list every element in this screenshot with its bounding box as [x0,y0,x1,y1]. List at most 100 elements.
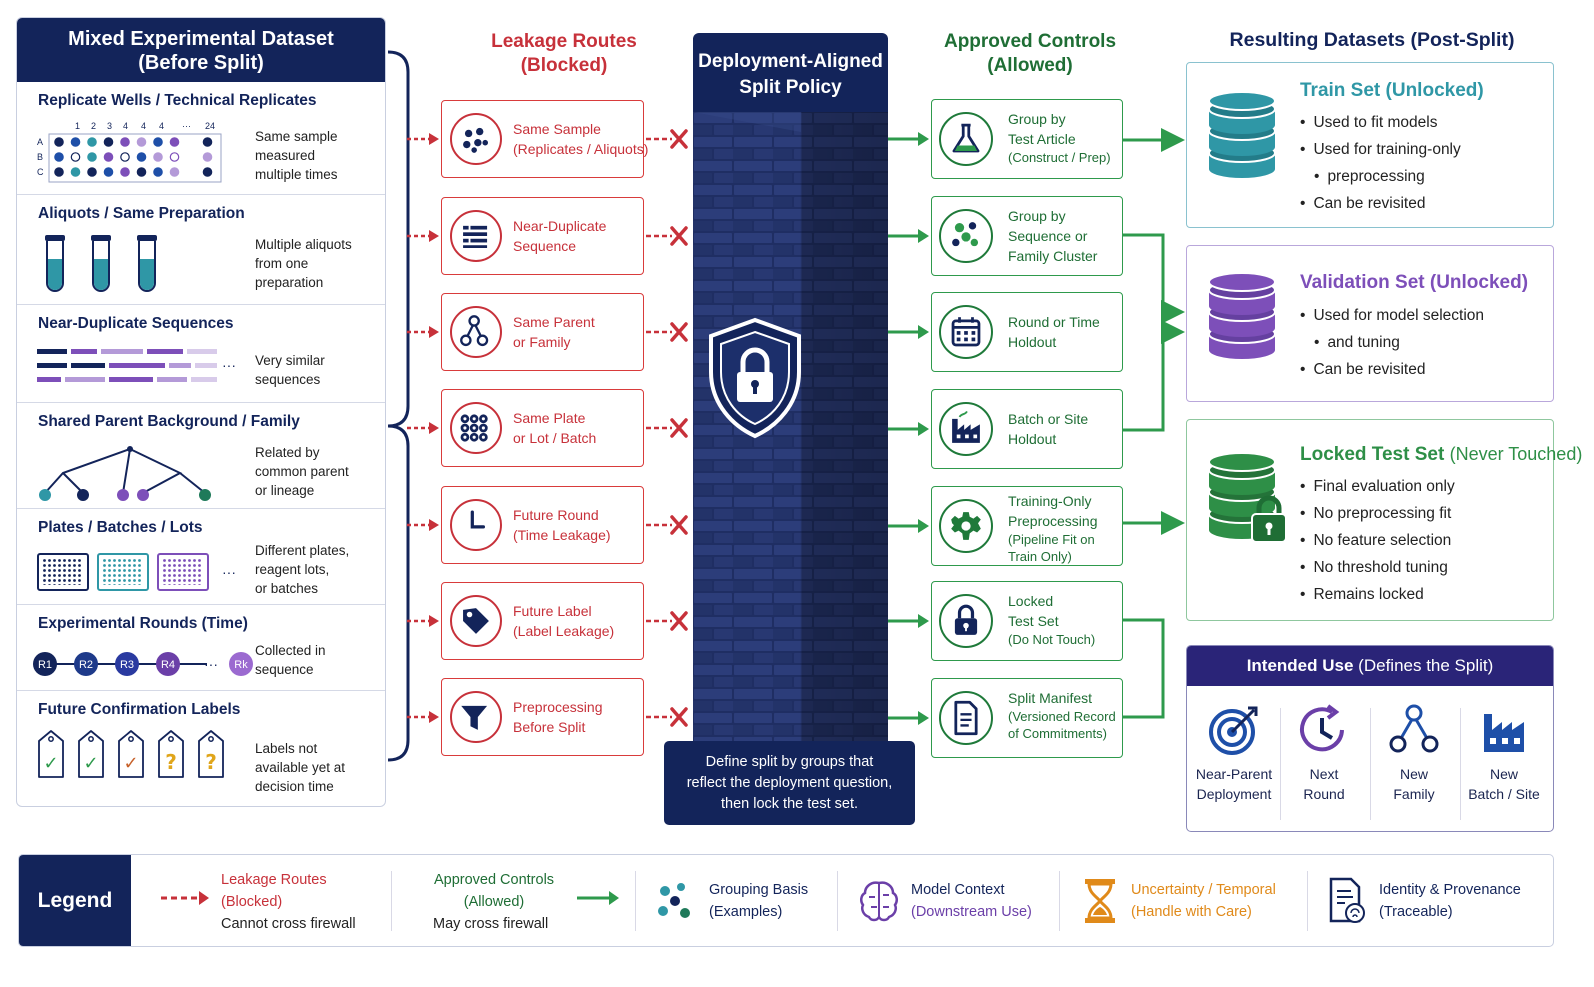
ellipsis: ··· [222,357,236,373]
firewall-header: Deployment-Aligned Split Policy [693,33,888,115]
plates-icon: ··· [37,553,247,598]
list-item: No preprocessing fit [1300,500,1455,527]
leakage-route-6: Future Label(Label Leakage) [441,582,644,660]
section-title: Shared Parent Background / Family [38,413,300,430]
database-icon [1208,91,1276,178]
tubes-icon [43,233,183,300]
well-row-label: B [37,152,43,162]
section-title: Near-Duplicate Sequences [38,315,234,332]
leak-in-arrow [407,519,439,531]
validation-title: Validation Set (Unlocked) [1300,272,1529,293]
intended-use-header: Intended Use (Defines the Split) [1187,646,1553,686]
label-tag-mark: ✓ [43,753,58,774]
policy-note: Define split by groups that reflect the … [664,741,915,825]
leakage-route-label: Future Label(Label Leakage) [513,603,615,639]
validation-items: Used for model selection and tuning Can … [1300,302,1484,383]
blocked-x-icon [646,129,688,149]
ellipsis: ··· [222,564,236,580]
intended-use-panel: Intended Use (Defines the Split) Near-Pa… [1186,645,1554,832]
tree-icon [450,306,502,358]
well-row-label: C [37,167,44,177]
blocked-x-icon [646,418,688,438]
test-items: Final evaluation only No preprocessing f… [1300,473,1455,608]
cluster-icon [939,209,993,263]
round-label: R4 [161,659,175,671]
clock-icon [450,499,502,551]
well-row-label: A [37,137,43,147]
flask-icon [939,112,993,166]
green-arrow-icon [577,891,619,905]
legend-grouping: Grouping Basis (Examples) [709,882,809,920]
list-item: Used for training-only [1300,136,1460,163]
hourglass-icon [1085,879,1115,923]
leak-in-arrow [407,326,439,338]
factory-icon [939,402,993,456]
list-item: Used for model selection [1300,302,1484,329]
test-set-panel: Locked Test Set (Never Touched) Final ev… [1186,419,1582,621]
section-title: Experimental Rounds (Time) [38,615,248,632]
dots-icon [450,113,502,165]
grouping-dots-icon [658,883,690,918]
section-desc: Same sample measured multiple times [255,129,338,182]
legend: Legend Leakage Routes (Blocked) Cannot c… [18,854,1554,947]
leakage-route-label: Same Sample(Replicates / Aliquots) [513,121,649,157]
train-set-panel: Train Set (Unlocked) Used to fit models … [1186,62,1554,228]
section-future-labels: Future Confirmation Labels ✓✓✓?? Labels … [17,690,385,806]
section-rounds: Experimental Rounds (Time) R1 R2 R3 R4 ·… [17,604,385,690]
legend-leakage: Leakage Routes (Blocked) [221,872,327,910]
legend-uncertainty: Uncertainty / Temporal (Handle with Care… [1131,882,1276,920]
allowed-arrow [888,325,929,339]
list-item: Can be revisited [1300,190,1461,217]
well-col-label: ··· [182,121,191,131]
calendar-icon [939,305,993,359]
section-desc: Multiple aliquots from one preparation [255,237,352,290]
firewall-wall [693,112,888,742]
leak-in-arrow [407,422,439,434]
train-title: Train Set (Unlocked) [1300,80,1484,101]
legend-identity: Identity & Provenance (Traceable) [1379,882,1521,920]
document-fingerprint-icon [1329,877,1365,923]
locked-database-icon [1208,452,1287,543]
legend-title: Legend [19,855,131,946]
brain-icon [860,881,898,922]
validation-set-panel: Validation Set (Unlocked) Used for model… [1186,245,1554,402]
section-near-duplicates: Near-Duplicate Sequences ··· Very simila… [17,304,385,402]
blocked-x-icon [646,707,688,727]
clock-arrow-icon [1300,704,1344,752]
section-title: Aliquots / Same Preparation [38,205,245,222]
allowed-arrow [888,711,929,725]
round-label: Rk [234,659,248,671]
blocked-x-icon [646,322,688,342]
document-icon [939,691,993,745]
section-plates: Plates / Batches / Lots ··· Different pl… [17,508,385,604]
round-label: R2 [79,659,93,671]
tag-icon [450,595,502,647]
rounds-timeline: R1 R2 R3 R4 ··· Rk [31,649,256,684]
section-desc: Related by common parent or lineage [255,445,349,498]
list-item: Remains locked [1300,581,1455,608]
lineage-tree-icon [35,445,235,508]
gear-icon [939,499,993,553]
dashed-red-arrow-icon [161,891,209,905]
target-icon [1209,706,1258,755]
well-col-label: 1 [75,121,80,131]
section-title: Future Confirmation Labels [38,701,241,718]
list-item: and tuning [1314,329,1484,356]
list-item: No feature selection [1300,527,1455,554]
well-col-label: 4 [141,121,146,131]
label-tag-mark: ✓ [123,753,138,774]
blocked-x-icon [646,226,688,246]
section-title: Plates / Batches / Lots [38,519,203,536]
legend-controls-note: May cross firewall [433,916,549,932]
list-item: Final evaluation only [1300,473,1454,500]
